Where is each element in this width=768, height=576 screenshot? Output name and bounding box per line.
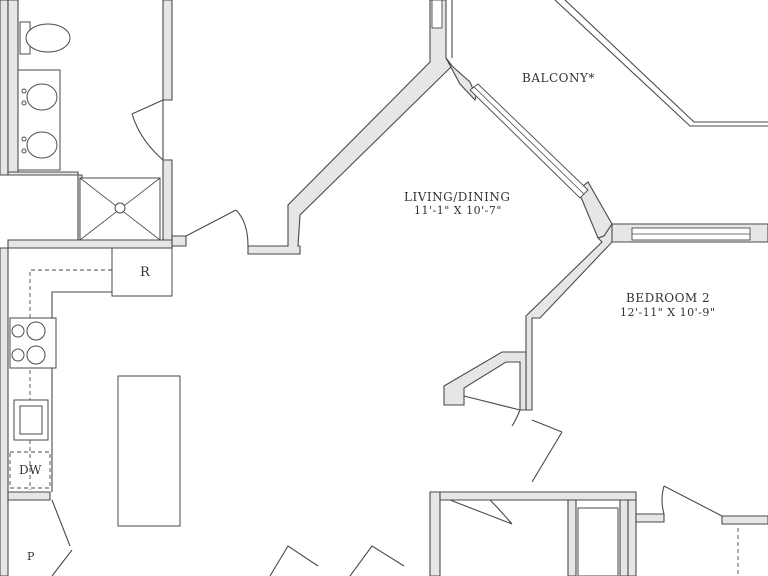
bedroom-door-swing [531,419,563,483]
bedroom-2-label: BEDROOM 2 [626,291,710,305]
doors [185,209,739,576]
wall-bottom-far-right [721,515,768,525]
balcony-label: BALCONY* [522,71,595,85]
balcony-railing-inner [564,0,768,123]
living-door-swing [185,209,249,247]
bedroom-2-dimensions: 12'-11" X 10'-9" [620,306,715,319]
bottom-door-arcs [269,545,405,576]
sink-lower [26,131,58,159]
wall-bath-right-lower [162,159,173,241]
dishwasher [9,451,51,489]
counter-upper-cabinets [29,269,112,330]
faucet-lower [21,136,27,142]
pantry-door [51,499,73,576]
dishwasher-label: DW [19,463,42,477]
burner-3 [11,324,25,338]
wall-bottom-tub-left [567,499,577,576]
bath2-door-swing [449,499,513,525]
burner-2 [26,345,46,365]
kitchen-sink-basin [19,405,43,435]
wall-bottom-right [627,499,637,576]
sink-upper [26,83,58,111]
balcony-outline [451,0,768,127]
faucet-lower-2 [21,148,27,154]
room-labels: BALCONY* LIVING/DINING 11'-1" X 10'-7" B… [404,71,715,319]
windows [431,0,751,241]
faucet-upper-2 [21,100,27,106]
refrigerator-label: R [140,265,151,280]
faucet-upper [21,88,27,94]
counter-edge [51,291,112,492]
living-dining-label: LIVING/DINING [404,190,510,204]
living-dining-dimensions: 11'-1" X 10'-7" [414,204,502,217]
toilet-bowl [25,23,71,53]
shower-drain [114,202,126,214]
refrigerator [111,247,173,297]
wall-diagonal-balcony [445,57,477,102]
balcony-railing [554,0,768,127]
wall-bottom-tub-right [619,499,629,576]
wall-kitchen-top [7,239,173,249]
wall-bath-inner-left [7,0,19,173]
kitchen-island [117,375,181,527]
wall-kitchen-left [0,247,9,576]
bathroom [17,21,164,241]
bath-door-swing [131,99,164,161]
window-top-left [431,0,443,29]
wall-bottom-right-jamb [635,513,665,523]
wall-pantry-top [7,491,51,501]
burner-4 [11,348,25,362]
burner-1 [26,321,46,341]
closet-door-swing [463,395,521,427]
bedroom-closet-door [661,485,723,517]
window-balcony-pane [473,86,585,195]
wall-bath-door-jamb [171,235,187,247]
wall-bottom-left [429,491,441,576]
pantry-label: P [27,550,35,563]
wall-living-bedroom [525,223,633,411]
wall-closet [443,351,527,411]
wall-bath-right [162,0,173,101]
kitchen: R DW P [9,247,181,576]
wall-bottom-mid [439,491,637,501]
wall-bath-left [0,0,9,176]
bathtub [577,507,619,576]
